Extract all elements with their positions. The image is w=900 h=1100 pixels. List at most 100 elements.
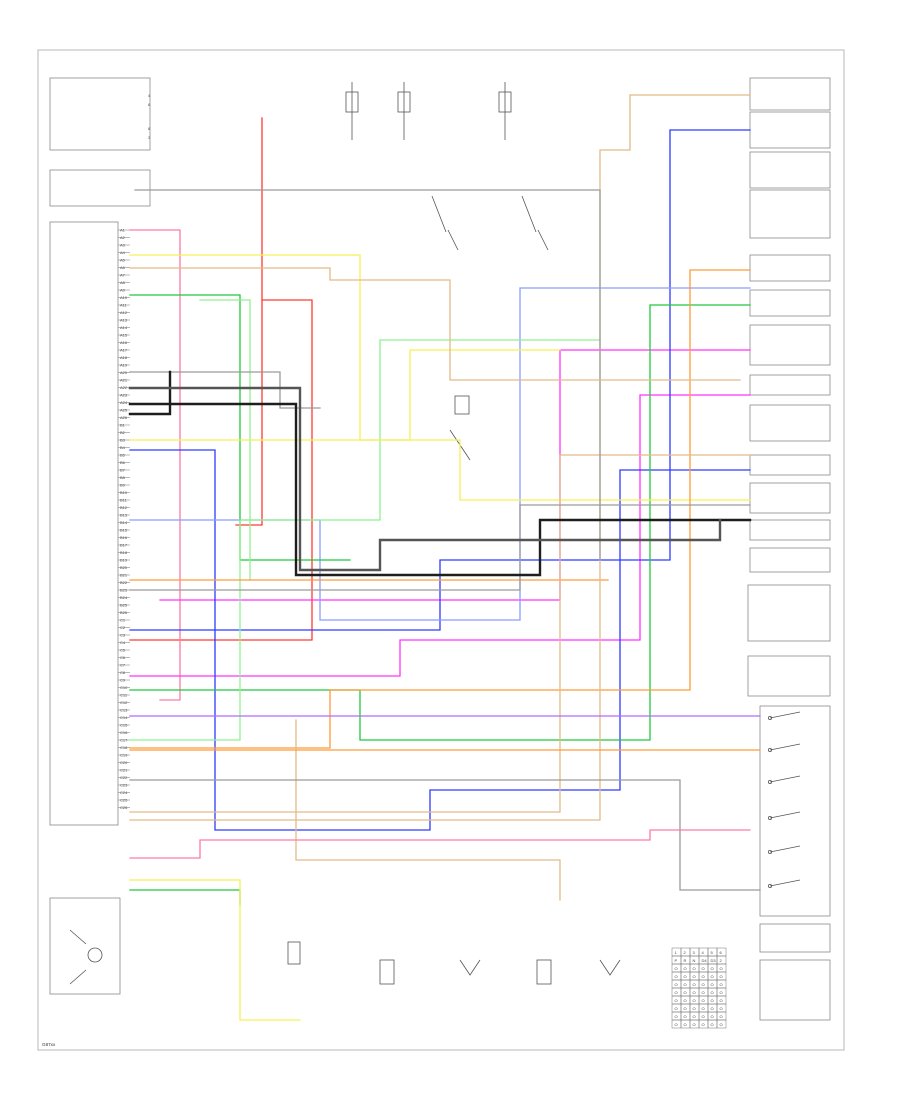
pressure-table-text: O — [711, 982, 714, 987]
pink-wire — [129, 829, 751, 859]
pressure-table-text: O — [720, 1006, 723, 1011]
light-green-wire — [129, 339, 601, 741]
pressure-table-text: O — [684, 982, 687, 987]
top-left-block — [49, 77, 151, 151]
pressure-table-text: O — [720, 1022, 723, 1027]
tan-wire — [295, 719, 561, 901]
pressure-table-text: D4 — [702, 958, 708, 963]
black-wire — [128, 370, 172, 416]
pressure-table-text: O — [711, 974, 714, 979]
pressure-table-text: O — [702, 966, 705, 971]
yellow-wire — [129, 879, 301, 1021]
pressure-table-text: O — [702, 990, 705, 995]
pressure-table-text: 2 — [720, 958, 723, 963]
trans-switch-contacts — [768, 711, 801, 889]
pressure-table-text: O — [702, 1014, 705, 1019]
pressure-table-text: O — [702, 1006, 705, 1011]
pressure-table-text: O — [702, 998, 705, 1003]
pressure-table-text: O — [693, 998, 696, 1003]
tl-pin-2: 6 — [148, 102, 151, 107]
pressure-table-text: O — [711, 1006, 714, 1011]
pressure-table-text: O — [684, 998, 687, 1003]
pressure-table-text: 2 — [684, 950, 687, 955]
pressure-table-text: 3 — [693, 950, 696, 955]
pressure-table-text: O — [684, 1006, 687, 1011]
pressure-table-text: R — [684, 958, 687, 963]
pcm-pin-column: A1A2A3A4A5A6A7A8A9A10A11A12A13A14A15A16A… — [118, 228, 130, 810]
pressure-table-text: O — [684, 990, 687, 995]
tl-pin-1: 4 — [148, 93, 151, 98]
pressure-table-text: O — [684, 966, 687, 971]
pressure-table-text: P — [675, 958, 678, 963]
pressure-table-text: O — [675, 1006, 678, 1011]
pressure-table-text: O — [675, 1014, 678, 1019]
pressure-table-text: O — [684, 1022, 687, 1027]
pressure-table-text: O — [675, 974, 678, 979]
pressure-table-text: O — [675, 1022, 678, 1027]
instrument-cluster-box — [49, 169, 151, 207]
tl-pin-3: 8 — [148, 126, 151, 131]
orange-wire — [129, 269, 751, 749]
gray-wire — [134, 189, 601, 561]
pressure-table-text: O — [684, 1014, 687, 1019]
green-wire — [129, 889, 241, 906]
footer-code: G87xx — [42, 1042, 56, 1047]
pressure-table-text: O — [684, 974, 687, 979]
tl-pin-4: 3 — [148, 135, 151, 140]
pressure-table-text: O — [693, 1006, 696, 1011]
red-wire — [129, 299, 313, 641]
pressure-table-text: O — [720, 982, 723, 987]
pressure-table-text: O — [702, 982, 705, 987]
pressure-table-text: D3 — [711, 958, 717, 963]
gray-wire — [129, 371, 321, 409]
pressure-table-text: 6 — [720, 950, 723, 955]
tan-wire — [129, 267, 741, 381]
pressure-table-text: O — [675, 990, 678, 995]
magenta-wire — [129, 394, 751, 677]
pressure-table-text: O — [702, 1022, 705, 1027]
green-wire — [129, 304, 751, 741]
pressure-table-text: O — [711, 1022, 714, 1027]
yellow-wire — [129, 254, 751, 501]
pressure-table-text: 4 — [702, 950, 705, 955]
right-components — [747, 77, 831, 1021]
pressure-table-cell — [716, 1019, 727, 1029]
wires — [128, 94, 761, 1021]
trans-switch-box — [759, 705, 831, 917]
pressure-table-text: O — [675, 982, 678, 987]
diagram-frame — [37, 49, 845, 1051]
pressure-table-text: 5 — [711, 950, 714, 955]
pressure-table-text: O — [693, 1014, 696, 1019]
pressure-table-text: O — [720, 998, 723, 1003]
pressure-table-text: O — [711, 990, 714, 995]
pressure-table-text: O — [720, 966, 723, 971]
tan-wire — [129, 454, 751, 813]
pressure-table-text: O — [675, 966, 678, 971]
pressure-table-text: N — [693, 958, 696, 963]
blue-wire — [129, 449, 751, 831]
pressure-table-text: O — [693, 990, 696, 995]
pink-wire — [129, 229, 181, 701]
pressure-table-text: O — [720, 990, 723, 995]
pressure-table-text: O — [720, 974, 723, 979]
dark-gray-wire — [128, 386, 722, 572]
pressure-table-text: O — [675, 998, 678, 1003]
pcm-connector-box — [49, 221, 119, 826]
bottom-left-box — [49, 897, 121, 995]
pressure-table-text: 1 — [675, 950, 678, 955]
pressure-table-text: O — [693, 982, 696, 987]
tan-wire — [129, 94, 751, 821]
pressure-table-text: O — [711, 966, 714, 971]
black-wire — [128, 402, 752, 577]
top-switches — [345, 82, 549, 461]
pressure-table-text: O — [720, 1014, 723, 1019]
pressure-table-text: O — [693, 974, 696, 979]
pressure-table-text: O — [702, 974, 705, 979]
blue-wire — [129, 129, 751, 631]
yellow-wire — [129, 349, 561, 441]
pressure-table-text: O — [693, 966, 696, 971]
gray-wire — [129, 504, 751, 591]
top-left-components: 4 6 8 3 — [49, 77, 151, 207]
red-wire — [235, 117, 263, 526]
